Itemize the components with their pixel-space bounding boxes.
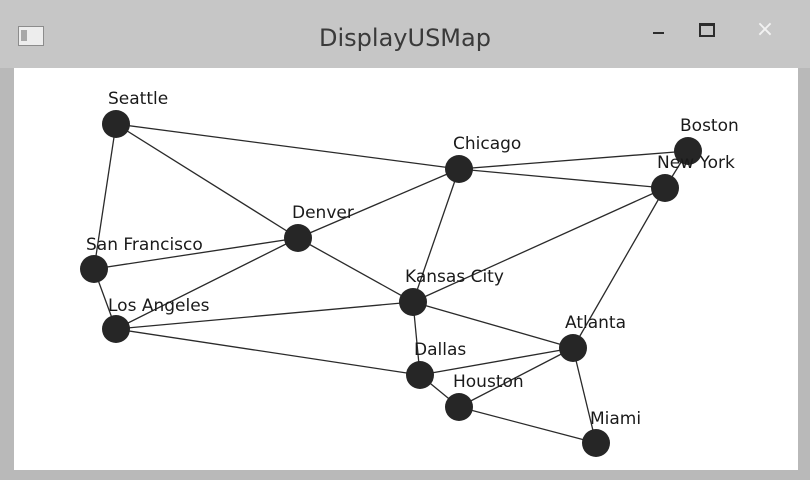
city-node-miami[interactable] [582,429,610,457]
window-app-icon[interactable] [18,26,44,46]
edge-houston-miami [458,406,597,444]
edge-seattle-san-francisco [93,123,117,270]
city-label-denver: Denver [292,203,354,223]
city-node-seattle[interactable] [102,110,130,138]
edge-los-angeles-dallas [115,328,421,376]
city-label-kansas-city: Kansas City [405,267,504,287]
city-node-boston[interactable] [674,137,702,165]
edge-new-york-atlanta [572,187,666,349]
edge-san-francisco-denver [93,237,299,270]
city-node-denver[interactable] [284,224,312,252]
city-label-new-york: New York [657,153,735,173]
edge-chicago-kansas-city [412,168,460,303]
city-node-houston[interactable] [445,393,473,421]
city-node-kansas-city[interactable] [399,288,427,316]
city-node-san-francisco[interactable] [80,255,108,283]
edge-atlanta-dallas [419,347,574,376]
city-node-atlanta[interactable] [559,334,587,362]
city-label-dallas: Dallas [414,340,466,360]
city-label-chicago: Chicago [453,134,521,154]
minimize-button[interactable] [636,10,680,50]
edge-new-york-kansas-city [412,187,666,303]
city-node-chicago[interactable] [445,155,473,183]
city-label-miami: Miami [590,409,641,429]
edge-los-angeles-denver [115,237,299,330]
city-label-boston: Boston [680,116,739,136]
city-label-houston: Houston [453,372,524,392]
maximize-button[interactable] [685,10,729,50]
edge-denver-kansas-city [297,237,414,303]
close-button[interactable]: × [730,10,800,50]
title-bar[interactable]: DisplayUSMap × [0,0,810,68]
edge-chicago-boston [458,150,689,170]
edge-los-angeles-kansas-city [115,301,414,330]
nodes-layer [80,110,702,457]
city-node-dallas[interactable] [406,361,434,389]
edge-seattle-denver [115,123,299,239]
edge-kansas-city-atlanta [412,301,574,349]
city-node-los-angeles[interactable] [102,315,130,343]
minimize-icon [652,32,664,34]
edge-seattle-chicago [115,123,460,170]
edges-layer [93,123,689,444]
edge-atlanta-houston [458,347,574,408]
edge-chicago-new-york [458,168,666,189]
city-label-atlanta: Atlanta [565,313,626,333]
city-node-new-york[interactable] [651,174,679,202]
close-icon: × [755,17,775,42]
city-label-san-francisco: San Francisco [86,235,203,255]
city-label-seattle: Seattle [108,89,168,109]
maximize-icon [699,23,715,37]
city-label-los-angeles: Los Angeles [108,296,210,316]
window-title: DisplayUSMap [319,24,491,52]
edge-denver-chicago [297,168,460,239]
edge-atlanta-miami [572,347,597,444]
